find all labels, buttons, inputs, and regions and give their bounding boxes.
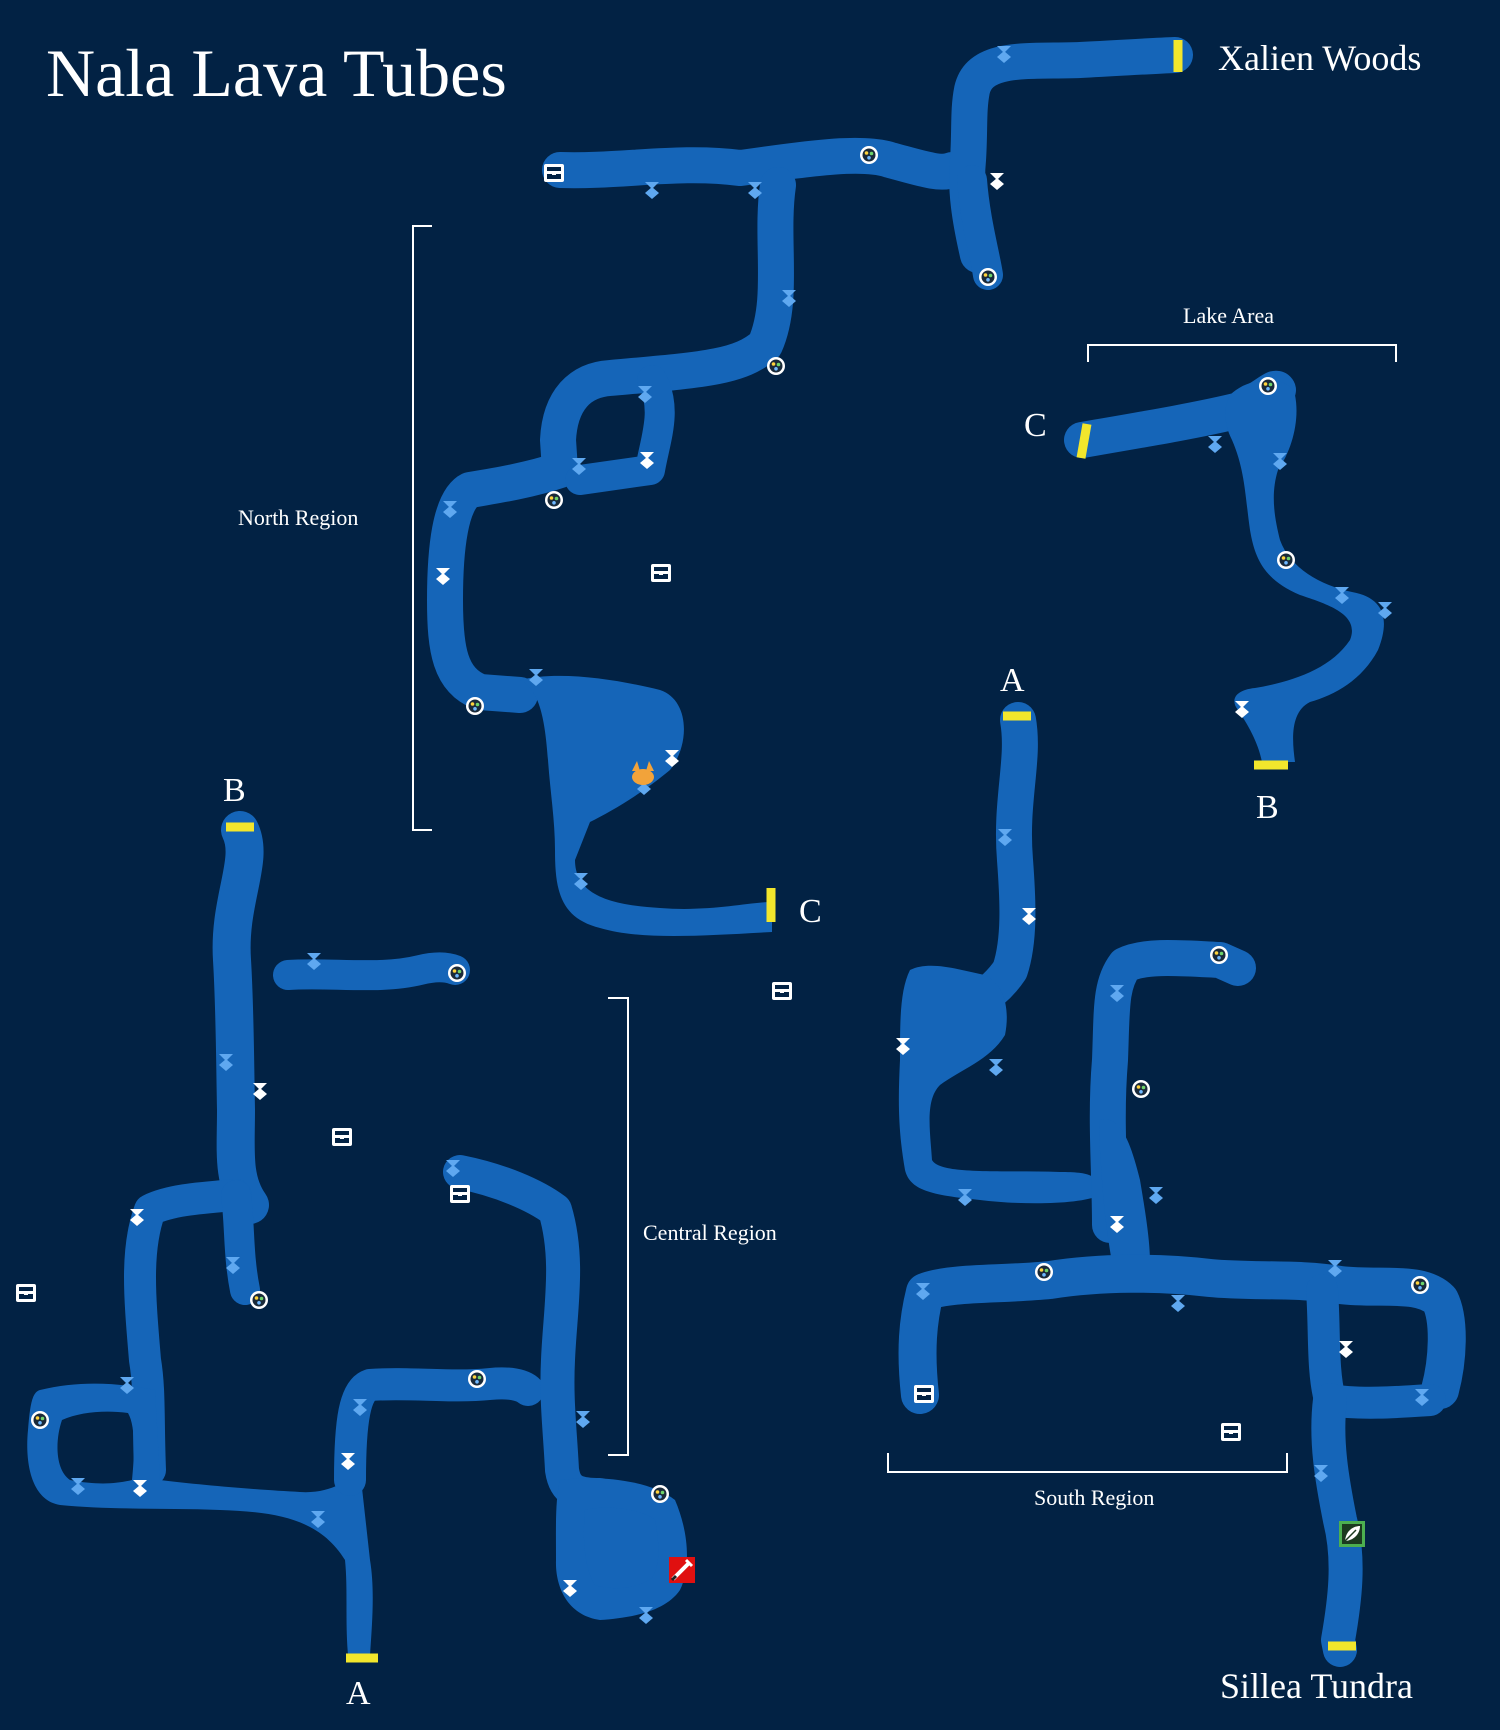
harvest-point-icon	[31, 1411, 49, 1429]
harvest-point-icon	[860, 146, 878, 164]
harvest-point-icon	[466, 697, 484, 715]
boss-icon	[632, 761, 654, 785]
harvest-point-icon	[545, 491, 563, 509]
exit-markers	[226, 40, 1356, 1663]
red-weapon-icon	[669, 1557, 695, 1583]
treasure-chest-icon	[772, 982, 792, 1000]
harvest-point-icon	[1411, 1276, 1429, 1294]
central-region-tunnels	[27, 811, 687, 1655]
treasure-chest-icon	[544, 164, 564, 182]
harvest-point-icon	[1210, 946, 1228, 964]
connector-b-label: B	[223, 772, 246, 809]
central-region-label: Central Region	[643, 1220, 777, 1245]
region-brackets	[412, 225, 1397, 1473]
connector-a-label: A	[1000, 662, 1025, 699]
white-enemy-icon	[1339, 1341, 1353, 1358]
harvest-point-icon	[468, 1370, 486, 1388]
connector-c-label: C	[799, 893, 822, 930]
white-enemies	[130, 173, 1353, 1597]
harvest-point-icon	[250, 1291, 268, 1309]
white-enemy-icon	[253, 1083, 267, 1100]
harvest-point-icon	[767, 357, 785, 375]
south-region-tunnels	[898, 702, 1466, 1667]
lake-area-tunnels	[1064, 370, 1384, 762]
sillea-tundra-label: Sillea Tundra	[1220, 1666, 1413, 1706]
treasure-chest-icon	[914, 1385, 934, 1403]
treasure-chest-icon	[651, 564, 671, 582]
harvest-point-icon	[979, 268, 997, 286]
white-enemy-icon	[990, 173, 1004, 190]
page-title: Nala Lava Tubes	[46, 35, 507, 111]
blue-enemy-icon	[1208, 436, 1222, 453]
harvest-point-icon	[448, 964, 466, 982]
blue-enemy-icon	[576, 1411, 590, 1428]
green-leaf-icon	[1339, 1521, 1365, 1547]
north-region-label: North Region	[238, 505, 358, 530]
treasure-chest-icon	[450, 1185, 470, 1203]
blue-enemy-icon	[1149, 1187, 1163, 1204]
treasure-chest-icon	[16, 1284, 36, 1302]
harvest-point-icon	[651, 1485, 669, 1503]
harvest-point-icon	[1035, 1263, 1053, 1281]
connector-a-label: A	[346, 1675, 371, 1712]
xalien-woods-label: Xalien Woods	[1218, 38, 1421, 78]
connector-b-label: B	[1256, 789, 1279, 826]
harvest-point-icon	[1132, 1080, 1150, 1098]
lake-area-label: Lake Area	[1183, 303, 1274, 328]
harvest-point-icon	[1277, 551, 1295, 569]
south-region-label: South Region	[1034, 1485, 1154, 1510]
blue-enemies	[71, 46, 1429, 1624]
treasure-chest-icon	[1221, 1423, 1241, 1441]
blue-enemy-icon	[989, 1059, 1003, 1076]
harvest-point-icon	[1259, 377, 1277, 395]
treasure-chest-icon	[332, 1128, 352, 1146]
connector-c-label: C	[1024, 407, 1047, 444]
blue-enemy-icon	[1171, 1295, 1185, 1312]
